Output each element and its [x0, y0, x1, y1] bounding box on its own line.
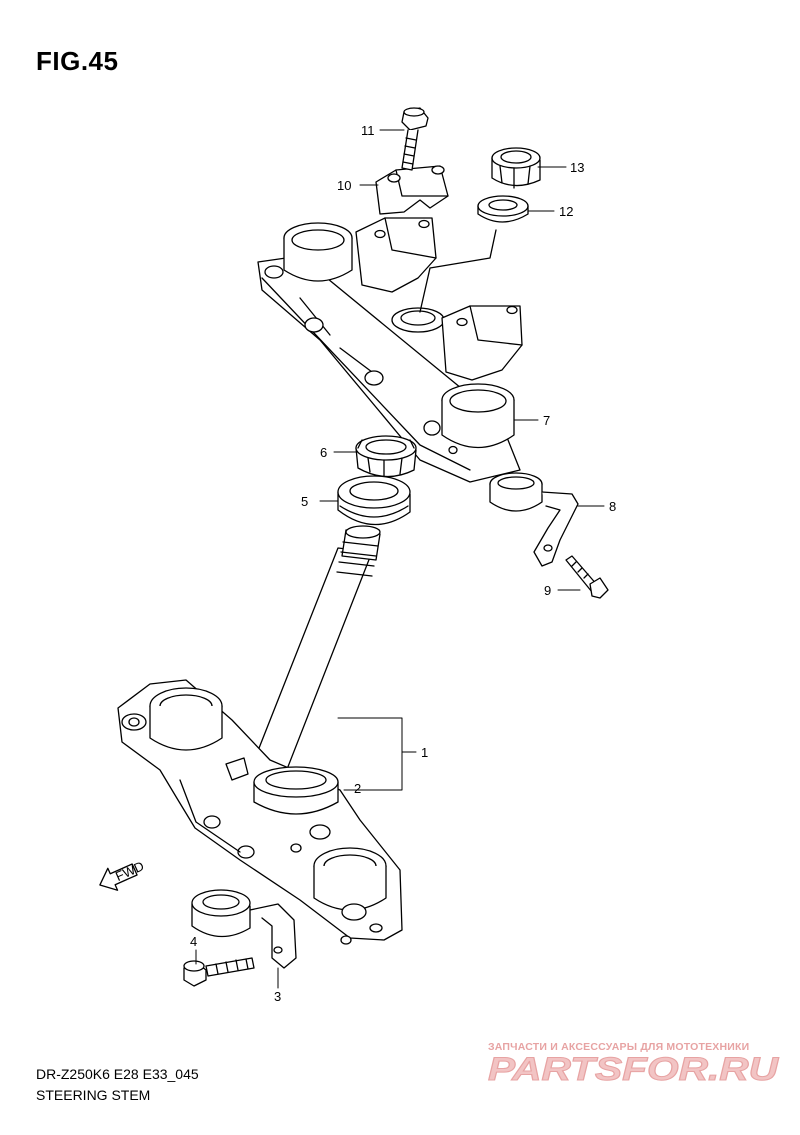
callout-9: 9: [544, 583, 551, 598]
washer: [477, 195, 529, 223]
callout-8: 8: [609, 499, 616, 514]
model-code: DR-Z250K6 E28 E33_045: [36, 1066, 199, 1082]
callout-13: 13: [570, 160, 584, 175]
guide-bolt: [565, 555, 609, 599]
lower-cable-guide: [191, 889, 297, 969]
upper-bracket: [257, 217, 523, 483]
lower-bolt: [183, 957, 255, 987]
callout-11: 11: [361, 123, 375, 138]
leader-lines: [195, 129, 605, 989]
clamp-bolt: [401, 107, 429, 171]
callout-10: 10: [337, 178, 351, 193]
callout-12: 12: [559, 204, 573, 219]
watermark-logo-text: PARTSFOR.RU: [488, 1052, 779, 1086]
handlebar-clamp: [375, 165, 449, 215]
steering-stem-shaft: [247, 525, 381, 783]
steering-bearing: [337, 475, 411, 526]
figure-title: FIG.45: [36, 46, 119, 76]
watermark-logo: PARTSFOR.RU: [488, 1052, 780, 1086]
callout-5: 5: [301, 494, 308, 509]
callout-3: 3: [274, 989, 281, 1004]
fwd-label: FWD: [113, 858, 146, 884]
lower-bracket: [117, 679, 403, 945]
callout-4: 4: [190, 934, 197, 949]
adjusting-nut: [355, 435, 417, 479]
callout-7: 7: [543, 413, 550, 428]
watermark-caption: ЗАПЧАСТИ И АКСЕССУАРЫ ДЛЯ МОТОТЕХНИКИ: [488, 1041, 750, 1053]
cable-guide: [489, 472, 579, 567]
callout-1: 1: [421, 745, 428, 760]
figure-subtitle: STEERING STEM: [36, 1087, 151, 1103]
stem-nut: [491, 147, 541, 189]
callout-labels: 1 2 3 4 5 6 7 8 9 10 11 12 13: [190, 123, 616, 1004]
callout-2: 2: [354, 781, 361, 796]
callout-6: 6: [320, 445, 327, 460]
forward-direction-arrow: FWD: [99, 858, 146, 891]
